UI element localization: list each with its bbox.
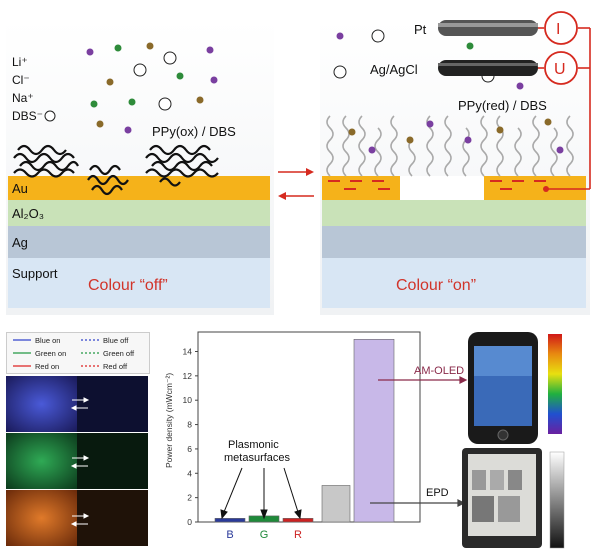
ag-agcl-electrode	[438, 60, 538, 76]
bar	[282, 518, 314, 523]
charge-marks	[328, 180, 549, 192]
red-off-image	[77, 490, 148, 546]
voltage-meter-icon	[544, 51, 578, 85]
ppy-red-label: PPy(red) / DBS	[458, 98, 547, 113]
color-gamut-bar	[548, 334, 562, 434]
legend-red-off: Red off	[103, 362, 128, 371]
micrograph-arrows-icon	[70, 397, 90, 527]
current-label: I	[556, 21, 560, 38]
legend-green-on: Green on	[35, 349, 66, 358]
support-layer	[8, 258, 270, 308]
y-tick-label: 4	[187, 468, 192, 478]
metasurfaces-label: metasurfaces	[224, 452, 291, 464]
x-tick-label: B	[226, 529, 233, 541]
ion-label-cl: Cl⁻	[12, 73, 30, 87]
ion-scatter-left	[86, 42, 218, 134]
colour-on-caption: Colour “on”	[396, 277, 476, 294]
ion-label-li: Li⁺	[12, 55, 28, 69]
smartphone-image	[468, 332, 538, 444]
x-tick-label: R	[294, 529, 302, 541]
legend-green-off: Green off	[103, 349, 135, 358]
bar	[353, 339, 395, 523]
blue-on-image	[6, 376, 77, 432]
device-comparison: AM-OLED EPD	[370, 332, 565, 549]
ion-label-dbs: DBS⁻	[12, 109, 43, 123]
y-tick-label: 12	[183, 371, 193, 381]
bar	[321, 485, 351, 523]
greyscale-bar	[549, 451, 565, 549]
support-layer-right	[322, 258, 586, 308]
pt-electrode	[438, 20, 538, 36]
ppy-ox-label: PPy(ox) / DBS	[152, 124, 236, 139]
dbs-symbol-icon	[44, 110, 56, 122]
bar	[214, 518, 246, 523]
power-density-chart: 0 2 4 6 8 10 12 14 B G R Power density (mWcm⁻²) P…	[164, 331, 421, 541]
legend-box: Blue on Blue off Green on Green off Red …	[6, 332, 150, 374]
al2o3-layer	[8, 200, 270, 226]
pt-label: Pt	[414, 22, 427, 37]
y-tick-label: 14	[183, 346, 193, 356]
ppy-ox-film	[13, 144, 219, 196]
legend-blue-off: Blue off	[103, 336, 129, 345]
ag-agcl-label: Ag/AgCl	[370, 62, 418, 77]
ppy-red-film	[326, 115, 574, 177]
plasmonic-arrows-icon	[220, 467, 302, 520]
y-tick-label: 2	[187, 493, 192, 503]
legend-red-on: Red on	[35, 362, 59, 371]
epd-arrow-icon	[370, 499, 466, 507]
colour-off-caption: Colour “off”	[88, 277, 168, 294]
x-tick-label: G	[260, 529, 269, 541]
green-off-image	[77, 433, 148, 489]
y-tick-label: 8	[187, 420, 192, 430]
au-gap-right	[400, 176, 484, 200]
blue-off-image	[77, 376, 148, 432]
electrochromic-diagram: Li⁺ Cl⁻ Na⁺ DBS⁻ PPy(ox) / DBS Au Al₂O₃ …	[6, 11, 591, 315]
circuit-wires	[538, 27, 591, 190]
legend-blue-on: Blue on	[35, 336, 60, 345]
micrograph-grid	[6, 376, 148, 546]
am-oled-arrow-icon	[378, 376, 468, 384]
green-on-image	[6, 433, 77, 489]
support-label: Support	[12, 266, 58, 281]
y-tick-label: 0	[187, 517, 192, 527]
reversible-arrows-icon	[278, 168, 314, 200]
y-axis-label: Power density (mWcm⁻²)	[164, 373, 174, 468]
e-reader-image	[462, 448, 542, 548]
plasmonic-label: Plasmonic	[228, 439, 279, 451]
y-tick-label: 10	[183, 395, 193, 405]
au-label: Au	[12, 181, 28, 196]
al2o3-layer-right	[322, 200, 586, 226]
au-layer	[8, 176, 270, 200]
epd-label: EPD	[426, 487, 449, 499]
ion-label-na: Na⁺	[12, 91, 34, 105]
ag-layer-right	[322, 226, 586, 258]
am-oled-label: AM-OLED	[414, 365, 464, 377]
voltage-label: U	[554, 61, 566, 78]
ag-label: Ag	[12, 235, 28, 250]
red-on-image	[6, 490, 77, 546]
ag-layer	[8, 226, 270, 258]
current-meter-icon	[544, 11, 578, 45]
y-tick-label: 6	[187, 444, 192, 454]
al2o3-label: Al₂O₃	[12, 206, 44, 221]
